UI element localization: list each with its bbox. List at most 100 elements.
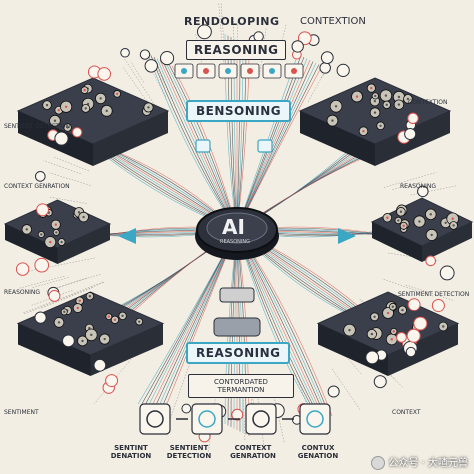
peripheral-icon [319, 62, 331, 74]
dotted-link [383, 172, 437, 188]
peripheral-icon [181, 403, 192, 414]
left-label-4: SENTIMENT [4, 409, 39, 416]
dotted-link [23, 282, 105, 315]
peripheral-icon [417, 185, 429, 198]
chip-core [45, 103, 49, 107]
chip-core [442, 325, 445, 328]
chip-core [384, 94, 388, 97]
chip-core [115, 92, 119, 96]
chip-core [397, 95, 401, 99]
right-label-1: CONTEXTION [408, 99, 448, 106]
chip-core [53, 119, 57, 122]
chip-core [57, 321, 61, 324]
chip-core [373, 99, 377, 103]
peripheral-icon [139, 49, 151, 60]
peripheral-icon [34, 311, 47, 324]
bottom-label-4: CONTUX GENATION [297, 444, 339, 461]
peripheral-icon [34, 257, 50, 273]
peripheral-icon [431, 299, 445, 313]
left-label-3: REASONING [4, 289, 40, 296]
chip-core [334, 105, 338, 108]
right-label-2: REASONING [400, 183, 436, 190]
chip-core [55, 231, 58, 234]
cluster-mid-left-side-left [5, 224, 58, 264]
header-rendoloping: RENDOLOPING [184, 15, 280, 28]
chip-core [60, 240, 63, 244]
peripheral-icon [62, 334, 75, 348]
chip-core [374, 94, 377, 98]
top-icon-dot [181, 68, 187, 74]
chip-core [78, 299, 81, 303]
chip-core [406, 97, 410, 101]
right-label-4: CONTEXT [392, 409, 421, 416]
watermark: 公众号 · 大喳元兽 [371, 454, 468, 470]
peripheral-icon [15, 262, 30, 276]
chip-core [385, 103, 388, 107]
chip-core [105, 109, 108, 113]
peripheral-icon [404, 127, 417, 141]
peripheral-icon [120, 47, 130, 58]
ai-node-title: AI [222, 215, 245, 239]
dotted-link [19, 275, 65, 289]
chip-core [397, 103, 401, 106]
peripheral-icon [160, 51, 175, 66]
dotted-link [19, 257, 95, 274]
chip-core [386, 216, 389, 219]
chip-core [444, 221, 447, 224]
peripheral-icon [373, 375, 387, 389]
dotted-link [49, 172, 91, 186]
cluster-mid-right-side-left [372, 222, 422, 262]
chip-core [348, 328, 351, 332]
dotted-link [40, 287, 94, 309]
chip-core [392, 330, 395, 333]
bottom-icon-box [299, 403, 331, 435]
chip-core [386, 311, 390, 315]
peripheral-icon [297, 31, 312, 46]
dotted-link [43, 160, 81, 174]
chip-core [138, 320, 141, 323]
chip-core [40, 233, 43, 236]
dotted-link [405, 284, 455, 301]
chip-core [54, 223, 58, 226]
dotted-link [331, 368, 361, 410]
chip-core [147, 106, 150, 109]
chip-core [84, 107, 87, 110]
dotted-link [45, 277, 87, 292]
dotted-link [53, 156, 89, 172]
chip-core [88, 295, 92, 298]
cluster-bottom-left-side-right [90, 323, 163, 376]
chip-core [430, 233, 433, 237]
teal-box-left [195, 139, 211, 153]
peripheral-icon [34, 171, 46, 182]
arrow-right-icon [338, 228, 356, 244]
peripheral-icon [336, 63, 350, 77]
left-label-1: SENTIENT DETECTION [4, 123, 71, 130]
peripheral-icon [396, 331, 407, 343]
chip-core [451, 217, 454, 220]
peripheral-icon [54, 131, 69, 146]
bottom-icon-box [245, 403, 277, 435]
dotted-link [392, 181, 423, 190]
chip-core [362, 129, 365, 133]
chip-core [63, 310, 66, 314]
chip-core [76, 306, 79, 310]
banner-bensoning: BENSONING [186, 100, 292, 122]
ai-node-top [206, 212, 268, 244]
top-icon-dot [225, 68, 231, 74]
peripheral-icon [413, 316, 428, 331]
top-icon-dot [291, 68, 297, 74]
chip-core [103, 337, 106, 341]
chip-core [107, 315, 111, 318]
dotted-link [121, 54, 159, 111]
peripheral-icon [93, 358, 107, 372]
dotted-link [54, 273, 101, 290]
chip-core [399, 210, 403, 213]
chip-core [83, 88, 86, 92]
chip-below-center [219, 287, 255, 303]
peripheral-icon [105, 374, 119, 388]
watermark-text: 公众号 · 大喳元兽 [388, 458, 468, 469]
chip-core [370, 86, 373, 90]
peripheral-icon [36, 203, 49, 217]
